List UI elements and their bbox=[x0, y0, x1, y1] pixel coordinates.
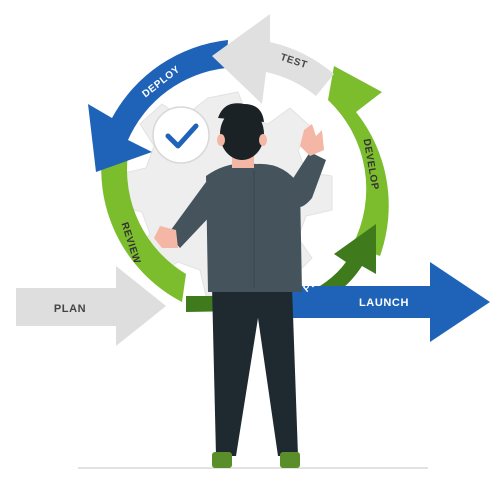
launch-arrow bbox=[292, 262, 490, 342]
raised-hand bbox=[300, 124, 324, 156]
left-hand bbox=[154, 226, 178, 248]
develop-arc bbox=[328, 66, 389, 256]
plan-label-left: PLAN bbox=[54, 303, 86, 315]
person-figure bbox=[154, 103, 326, 468]
deploy-arc bbox=[88, 40, 228, 172]
plan-arrow bbox=[16, 266, 166, 346]
test-arc bbox=[212, 14, 334, 104]
right-shoe bbox=[280, 452, 300, 468]
check-bubble bbox=[152, 106, 210, 164]
launch-label: LAUNCH bbox=[359, 297, 409, 309]
review-arc bbox=[101, 140, 186, 302]
check-icon bbox=[165, 123, 199, 149]
left-shoe bbox=[212, 452, 232, 468]
